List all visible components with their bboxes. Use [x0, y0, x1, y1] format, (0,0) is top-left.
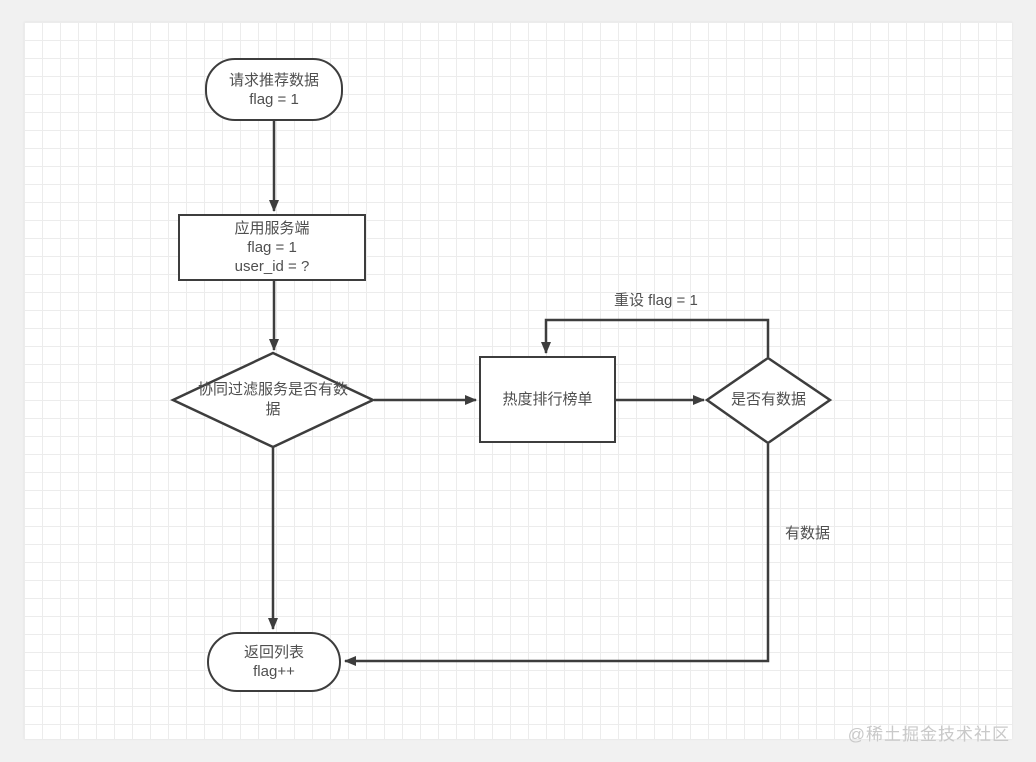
- cf-check-label: 协同过滤服务是否有数据: [197, 381, 348, 418]
- app-server-node: 应用服务端 flag = 1 user_id = ?: [178, 214, 366, 281]
- hot-list-node: 热度排行榜单: [479, 356, 616, 443]
- edge-has-data-loop-to-hot-list: [541, 318, 770, 357]
- juejin-watermark: @稀土掘金技术社区: [847, 725, 1010, 744]
- app-server-line3: user_id = ?: [234, 258, 310, 275]
- has-data-check-label: 是否有数据: [730, 391, 806, 408]
- return-list-line2: flag++: [253, 663, 295, 680]
- app-server-line1: 应用服务端: [234, 220, 310, 237]
- start-node-line1: 请求推荐数据: [228, 71, 319, 89]
- app-server-line2: flag = 1: [247, 239, 297, 256]
- reset-flag-edge-label: 重设 flag = 1: [614, 292, 698, 309]
- start-node-line2: flag = 1: [249, 90, 299, 108]
- return-list-node: 返回列表 flag++: [207, 632, 341, 692]
- has-data-edge-label: 有数据: [785, 525, 831, 542]
- edge-has-data-to-return-list: [344, 444, 770, 666]
- return-list-line1: 返回列表: [243, 644, 304, 661]
- hot-list-label: 热度排行榜单: [502, 391, 593, 408]
- has-data-check-diamond: [704, 356, 833, 445]
- start-node: 请求推荐数据 flag = 1: [205, 58, 343, 121]
- cf-check-diamond: [170, 351, 376, 449]
